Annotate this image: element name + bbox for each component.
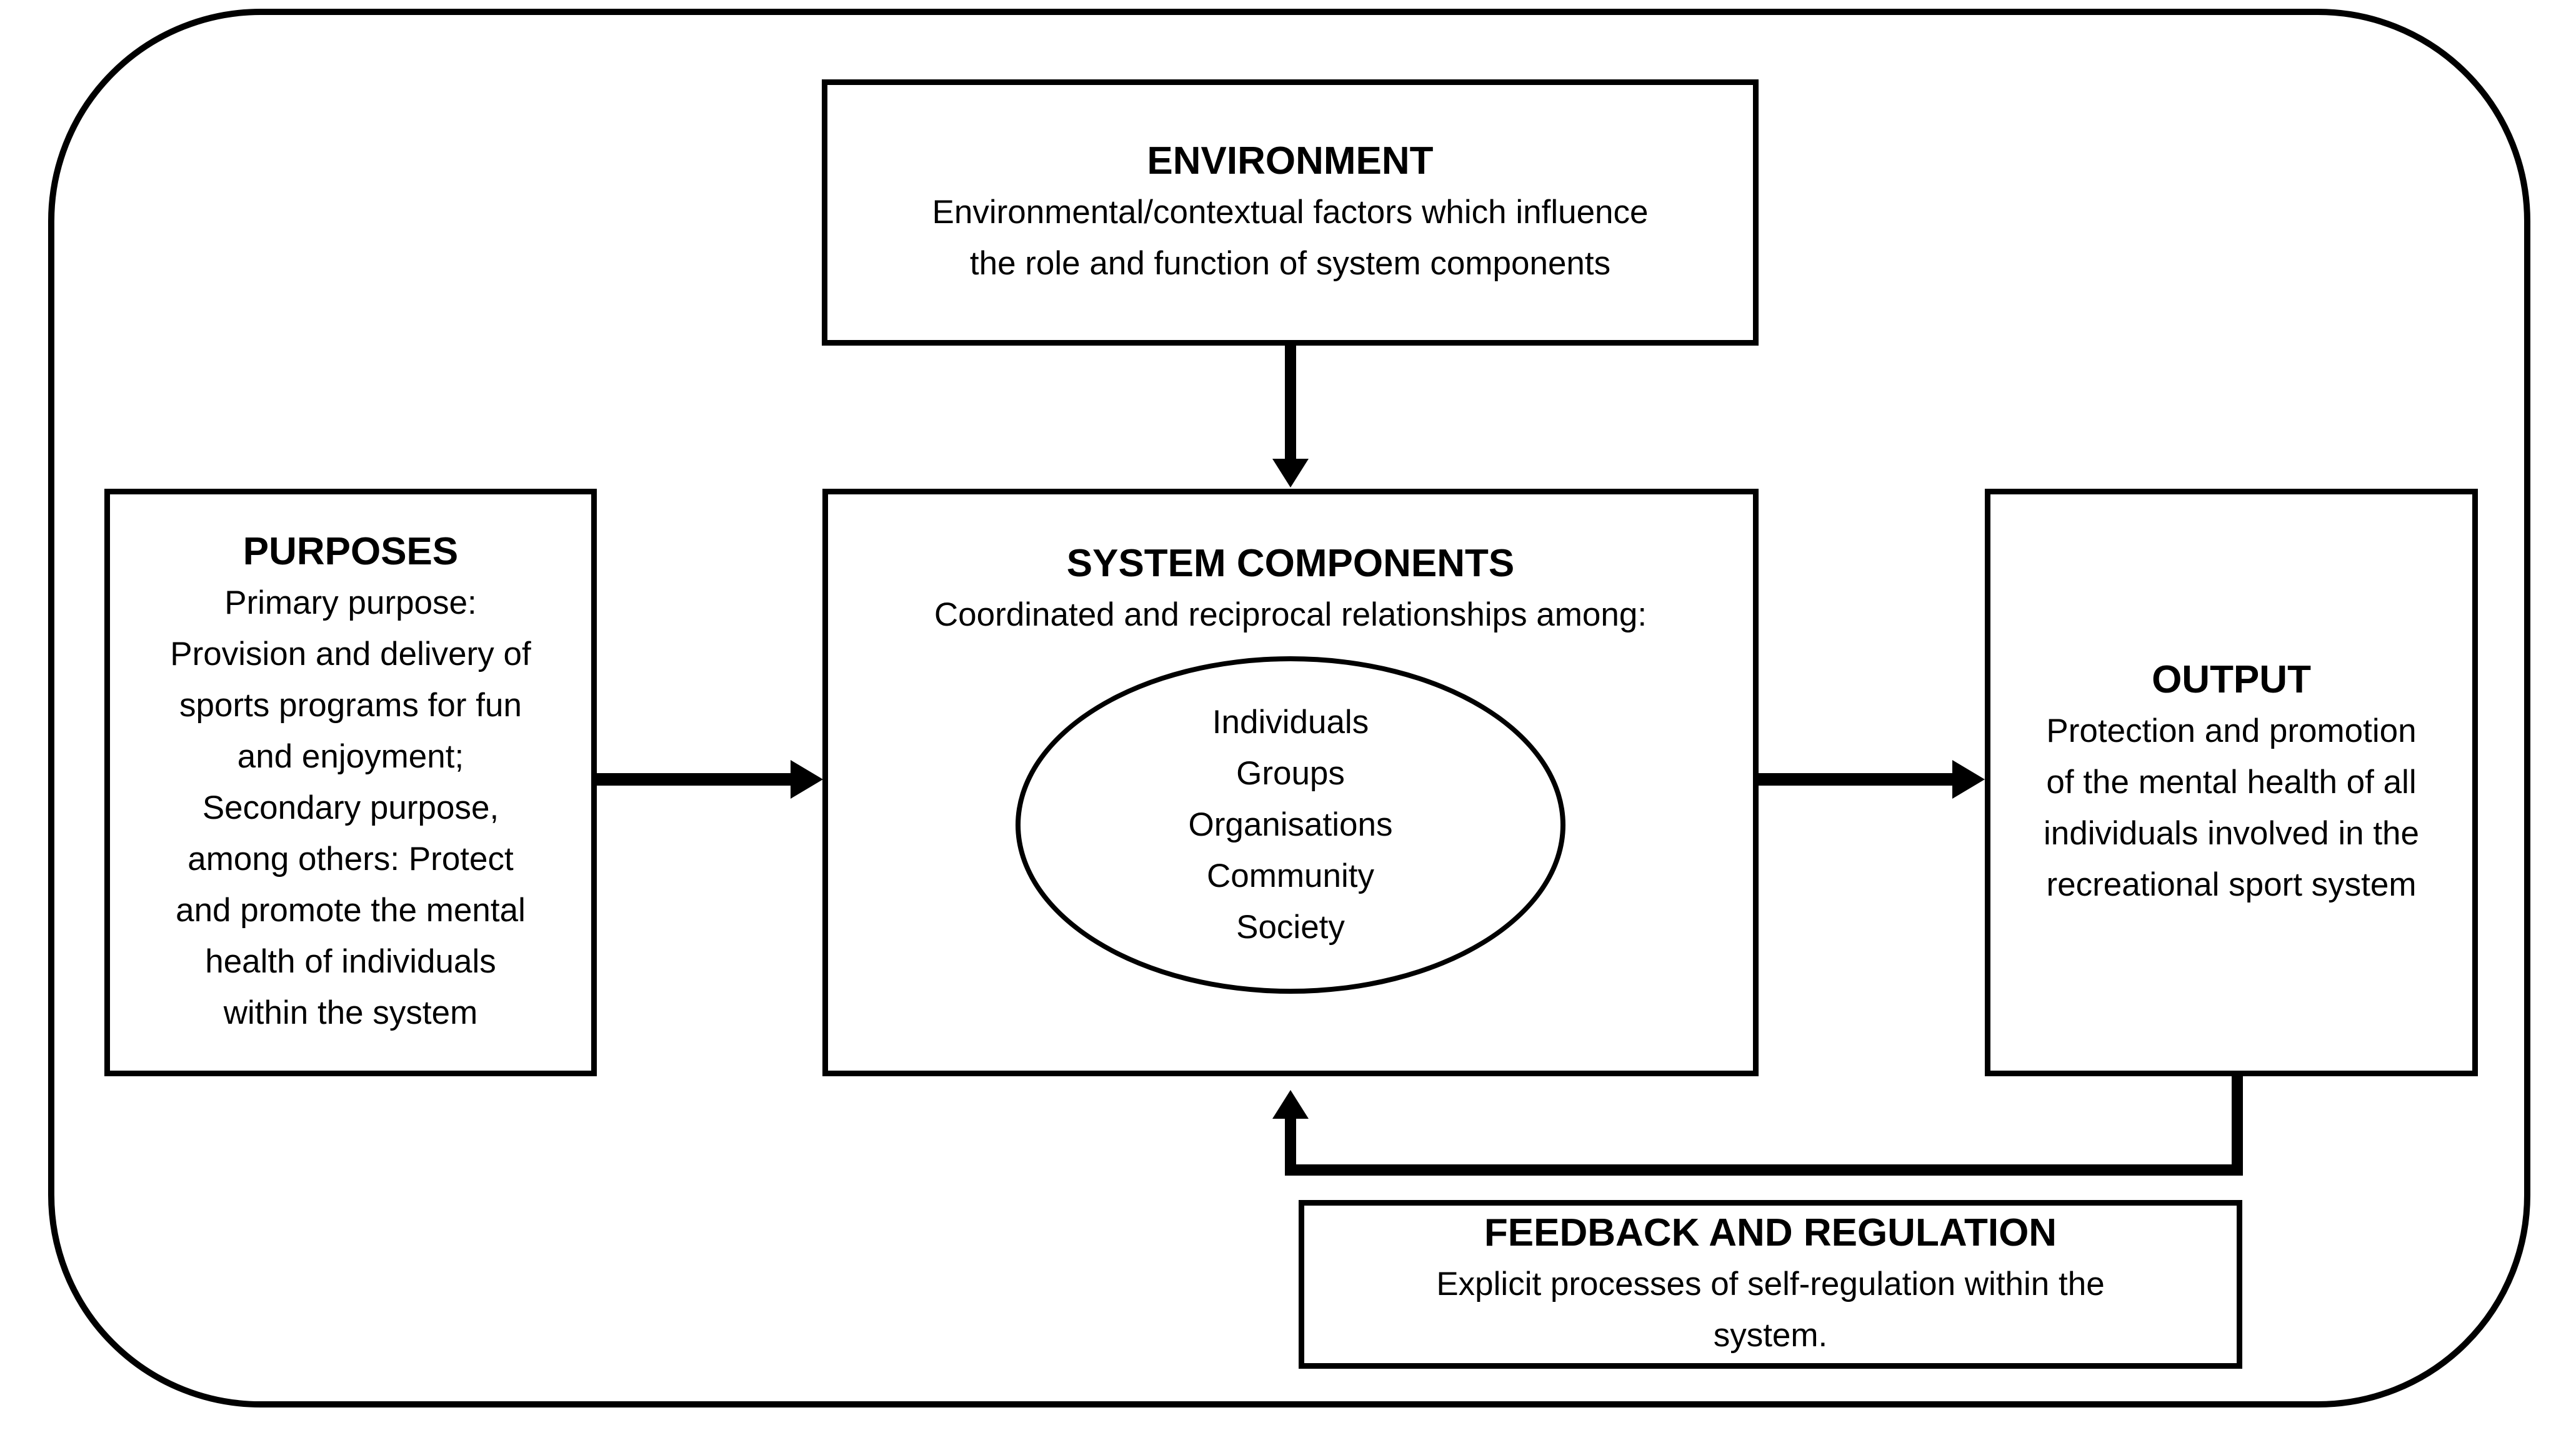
system-components-title: SYSTEM COMPONENTS bbox=[1066, 542, 1515, 585]
ellipse-item: Community bbox=[1206, 858, 1374, 894]
purposes-line: and enjoyment; bbox=[237, 738, 464, 775]
feedback-loop-horizontal-segment bbox=[1285, 1164, 2243, 1176]
output-line: individuals involved in the bbox=[2043, 815, 2420, 852]
system-boundary-border bbox=[48, 9, 2530, 1408]
purposes-to-system-arrow-shaft bbox=[596, 773, 792, 786]
output-line: of the mental health of all bbox=[2046, 764, 2417, 801]
output-line: Protection and promotion bbox=[2046, 712, 2417, 749]
purposes-line: sports programs for fun bbox=[179, 687, 522, 724]
purposes-to-system-arrowhead-icon bbox=[791, 760, 823, 799]
ellipse-item: Organisations bbox=[1188, 806, 1393, 843]
feedback-line: Explicit processes of self-regulation wi… bbox=[1436, 1266, 2105, 1302]
purposes-box: PURPOSES Primary purpose: Provision and … bbox=[104, 489, 597, 1076]
environment-title: ENVIRONMENT bbox=[1147, 139, 1434, 182]
system-to-output-arrowhead-icon bbox=[1952, 760, 1985, 799]
purposes-line: Primary purpose: bbox=[224, 584, 477, 621]
purposes-line: and promote the mental bbox=[176, 892, 526, 929]
feedback-loop-up-segment bbox=[1285, 1119, 1296, 1166]
ellipse-item: Individuals bbox=[1212, 704, 1369, 741]
feedback-box: FEEDBACK AND REGULATION Explicit process… bbox=[1299, 1200, 2242, 1369]
output-line: recreational sport system bbox=[2046, 866, 2417, 903]
purposes-title: PURPOSES bbox=[242, 530, 459, 573]
ellipse-item: Society bbox=[1236, 909, 1345, 946]
system-to-output-arrow-shaft bbox=[1757, 773, 1952, 786]
ellipse-item: Groups bbox=[1236, 755, 1345, 792]
purposes-line: within the system bbox=[223, 994, 478, 1031]
environment-to-system-arrow-shaft bbox=[1285, 344, 1296, 460]
output-title: OUTPUT bbox=[2152, 658, 2311, 701]
purposes-line: among others: Protect bbox=[187, 841, 514, 878]
system-components-subtitle: Coordinated and reciprocal relationships… bbox=[934, 596, 1647, 633]
purposes-line: health of individuals bbox=[205, 943, 496, 980]
feedback-loop-arrowhead-icon bbox=[1272, 1090, 1309, 1119]
purposes-line: Provision and delivery of bbox=[170, 636, 531, 672]
system-components-ellipse: Individuals Groups Organisations Communi… bbox=[1016, 656, 1565, 994]
feedback-line: system. bbox=[1713, 1317, 1828, 1354]
feedback-loop-down-segment bbox=[2232, 1075, 2243, 1176]
feedback-title: FEEDBACK AND REGULATION bbox=[1484, 1211, 2057, 1254]
environment-box: ENVIRONMENT Environmental/contextual fac… bbox=[822, 79, 1759, 346]
environment-line: the role and function of system componen… bbox=[969, 245, 1611, 282]
environment-line: Environmental/contextual factors which i… bbox=[932, 194, 1649, 231]
purposes-line: Secondary purpose, bbox=[202, 789, 499, 826]
output-box: OUTPUT Protection and promotion of the m… bbox=[1985, 489, 2478, 1076]
environment-to-system-arrowhead-icon bbox=[1272, 459, 1309, 488]
